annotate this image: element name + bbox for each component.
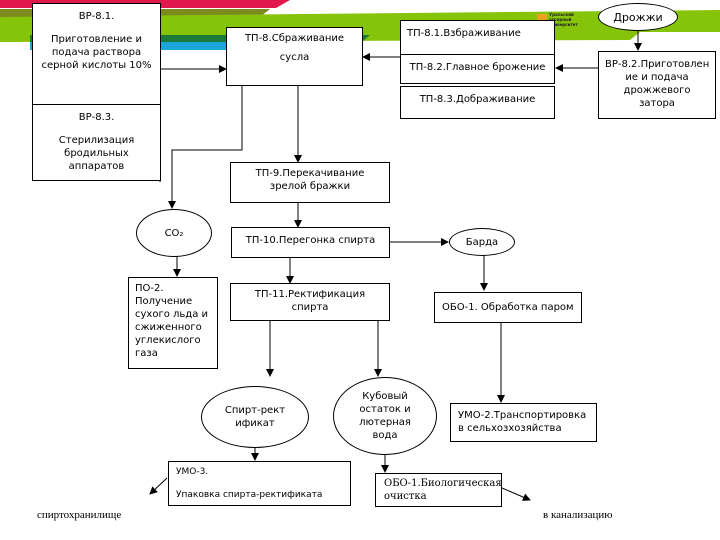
node-rectified-spirit[interactable]: Спирт-рект ификат — [201, 386, 309, 448]
obo1-bio-text: ОБО-1.Биологическая очистка — [384, 478, 502, 502]
tp10-text: ТП-10.Перегонка спирта — [245, 235, 376, 246]
node-tp81[interactable]: ТП-8.1.Взбраживание — [400, 20, 555, 55]
vr81-text: Приготовление и подача раствора серной к… — [41, 34, 152, 71]
node-kubovy[interactable]: Кубовый остаток и лютерная вода — [333, 377, 437, 455]
arrow-tp8-to-co2 — [168, 86, 243, 209]
umo2-text: УМО-2.Транспортировка в сельхозхозяйства — [458, 410, 587, 434]
arrow-obo1bio-to-sewer — [501, 487, 531, 501]
node-obo1-steam[interactable]: ОБО-1. Обработка паром — [434, 292, 582, 323]
spirit-text: Спирт-рект ификат — [224, 405, 286, 429]
node-obo1-bio[interactable]: ОБО-1.Биологическая очистка — [375, 473, 502, 507]
tp8-line2: сусла — [279, 52, 310, 63]
logo-text: Уральский аграрный университет — [549, 12, 578, 27]
co2-text: CO₂ — [164, 227, 184, 239]
barda-text: Барда — [465, 236, 499, 248]
node-vr82[interactable]: ВР-8.2.Приготовлен ие и подача дрожжевог… — [598, 51, 716, 119]
vr81-code: ВР-8.1. — [78, 11, 115, 22]
node-tp11[interactable]: ТП-11.Ректификация спирта — [230, 283, 390, 321]
node-barda[interactable]: Барда — [449, 228, 515, 256]
node-vr81[interactable]: ВР-8.1. Приготовление и подача раствора … — [32, 3, 161, 105]
tp8-line1: ТП-8.Сбраживание — [244, 33, 345, 44]
node-co2[interactable]: CO₂ — [136, 209, 212, 257]
node-umo3[interactable]: УМО-3. Упаковка спирта-ректификата — [168, 461, 351, 506]
node-tp83[interactable]: ТП-8.3.Дображивание — [400, 86, 555, 119]
tp81-text: ТП-8.1.Взбраживание — [407, 28, 521, 39]
yeast-text: Дрожжи — [613, 10, 663, 24]
tp82-text: ТП-8.2.Главное брожение — [409, 62, 546, 73]
kubovy-text: Кубовый остаток и лютерная вода — [359, 391, 411, 441]
obo1-steam-text: ОБО-1. Обработка паром — [442, 302, 574, 313]
umo3-code: УМО-3. — [176, 467, 209, 477]
tp9-text: ТП-9.Перекачивание зрелой бражки — [255, 168, 365, 192]
banner-white-band — [0, 42, 30, 52]
node-po2[interactable]: ПО-2. Получение сухого льда и сжиженного… — [128, 277, 218, 369]
tp11-text: ТП-11.Ректификация спирта — [254, 289, 366, 313]
arrow-umo3-to-storage — [149, 477, 168, 495]
vr82-text: ВР-8.2.Приготовлен ие и подача дрожжевог… — [605, 59, 710, 109]
po2-text: ПО-2. Получение сухого льда и сжиженного… — [135, 283, 209, 359]
label-storage: спиртохранилище — [37, 509, 122, 521]
node-tp8[interactable]: ТП-8.Сбраживание сусла — [226, 27, 363, 86]
node-umo2[interactable]: УМО-2.Транспортировка в сельхозхозяйства — [450, 403, 597, 442]
tp83-text: ТП-8.3.Дображивание — [419, 94, 536, 105]
label-sewer: в канализацию — [543, 509, 613, 521]
vr83-code: ВР-8.3. — [78, 112, 115, 123]
node-vr83[interactable]: ВР-8.3. Стерилизация бродильных аппарато… — [32, 104, 161, 181]
node-tp10[interactable]: ТП-10.Перегонка спирта — [231, 227, 390, 258]
node-yeast[interactable]: Дрожжи — [598, 3, 678, 31]
node-tp9[interactable]: ТП-9.Перекачивание зрелой бражки — [230, 162, 390, 203]
node-tp82[interactable]: ТП-8.2.Главное брожение — [400, 54, 555, 84]
umo3-text: Упаковка спирта-ректификата — [176, 490, 323, 500]
logo-mark-icon — [537, 14, 547, 21]
vr83-text: Стерилизация бродильных аппаратов — [58, 135, 135, 172]
